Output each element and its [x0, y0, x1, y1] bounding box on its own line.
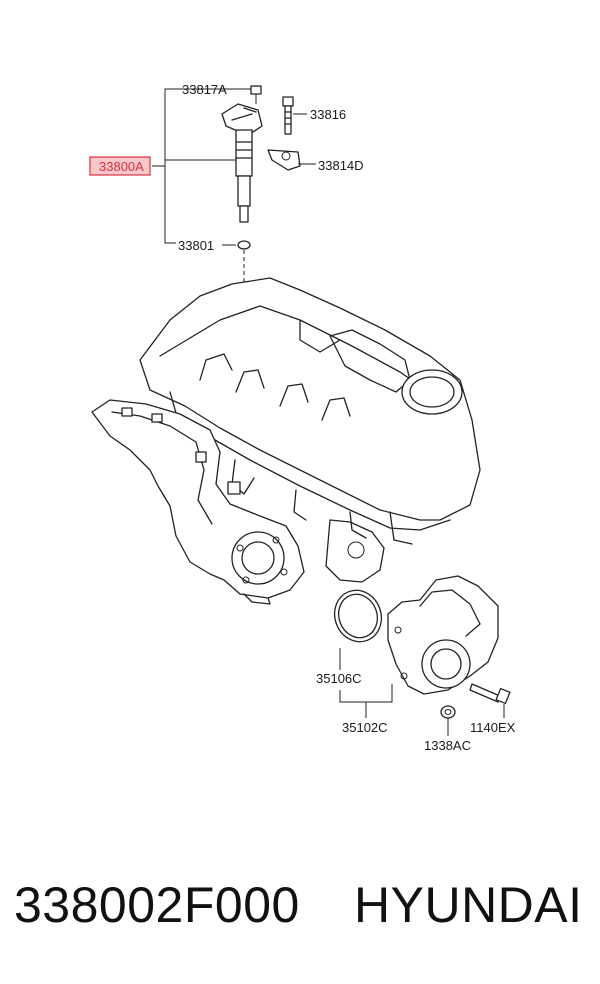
injector-group-bracket [152, 88, 236, 244]
bolt-1140EX [469, 683, 511, 718]
label-1140EX: 1140EX [470, 720, 516, 735]
label-1338AC: 1338AC [424, 738, 471, 753]
label-33800A[interactable]: 33800A [99, 159, 144, 174]
injector-cap-33817A [236, 85, 262, 104]
label-35106C: 35106C [316, 671, 362, 686]
cylinder-head [139, 277, 481, 545]
throttle-body-35102C [339, 575, 499, 718]
label-33814D: 33814D [318, 158, 364, 173]
highlight-33800A [89, 156, 151, 176]
nut-1338AC [440, 705, 456, 736]
label-33801: 33801 [178, 238, 214, 253]
intake-manifold [91, 399, 385, 605]
fuel-injector-33800A[interactable] [165, 103, 263, 223]
gasket-35106C [333, 589, 383, 670]
label-33817A: 33817A [182, 82, 227, 97]
clamp-33814D [267, 149, 316, 171]
bolt-33816 [282, 96, 307, 135]
label-35102C: 35102C [342, 720, 388, 735]
part-number: 338002F000 [14, 877, 300, 933]
brand-name: HYUNDAI [354, 877, 583, 933]
caption: 338002F000 HYUNDAI [0, 868, 600, 968]
label-33816: 33816 [310, 107, 346, 122]
parts-diagram: 33817A 33816 33800A 33814D 33801 35106C … [89, 82, 516, 753]
